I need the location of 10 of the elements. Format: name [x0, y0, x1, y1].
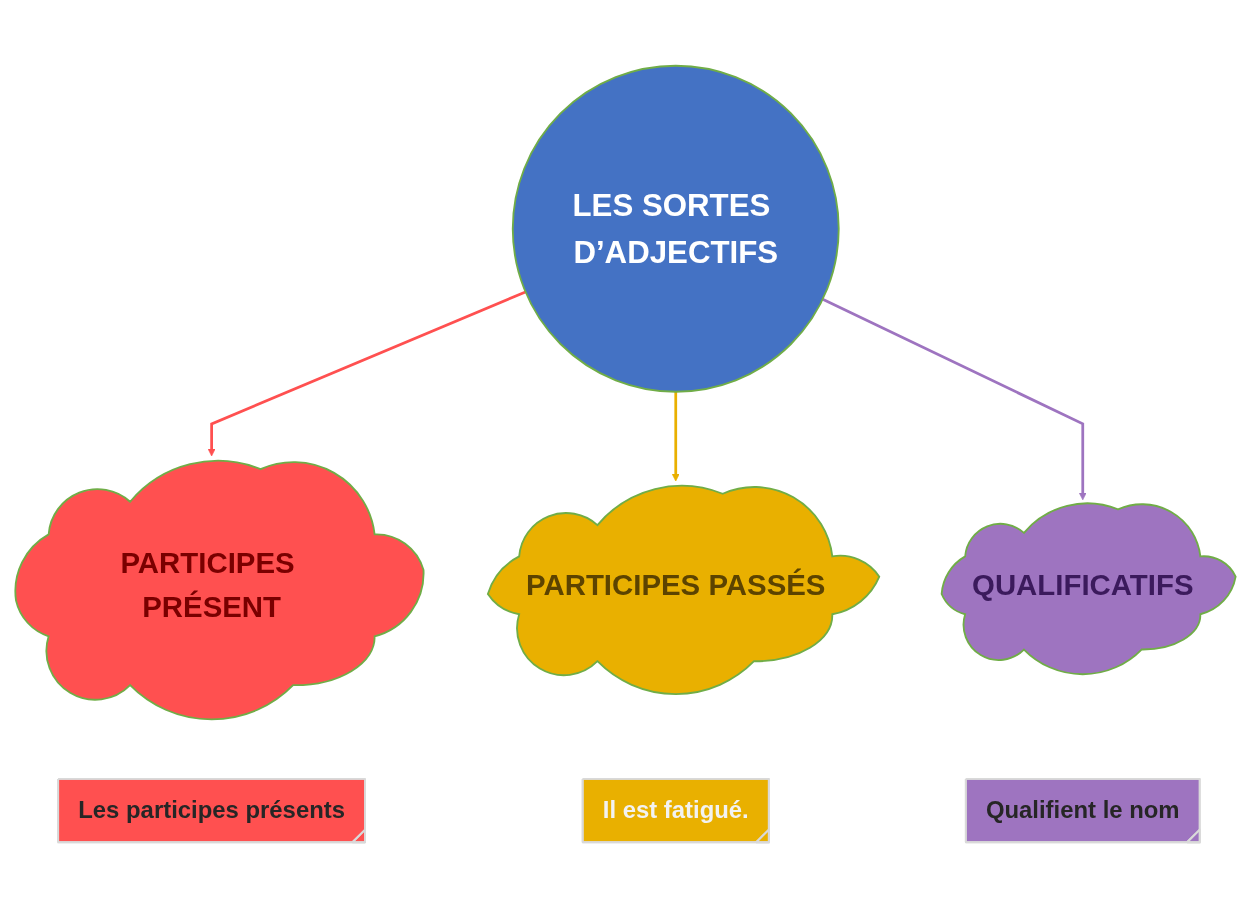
- sticky-note: Il est fatigué.: [581, 778, 770, 844]
- circle-node: LES SORTES D’ADJECTIFS: [511, 64, 840, 393]
- sticky-note: Les participes présents: [57, 778, 367, 844]
- arrow: [822, 297, 1087, 501]
- arrow: [671, 391, 680, 482]
- cloud-node: PARTICIPES PRÉSENT: [14, 459, 425, 721]
- cloud-node: QUALIFICATIFS: [940, 502, 1237, 675]
- sticky-note: Qualifient le nom: [964, 778, 1201, 844]
- arrow: [207, 290, 527, 457]
- cloud-node: PARTICIPES PASSÉS: [486, 484, 881, 695]
